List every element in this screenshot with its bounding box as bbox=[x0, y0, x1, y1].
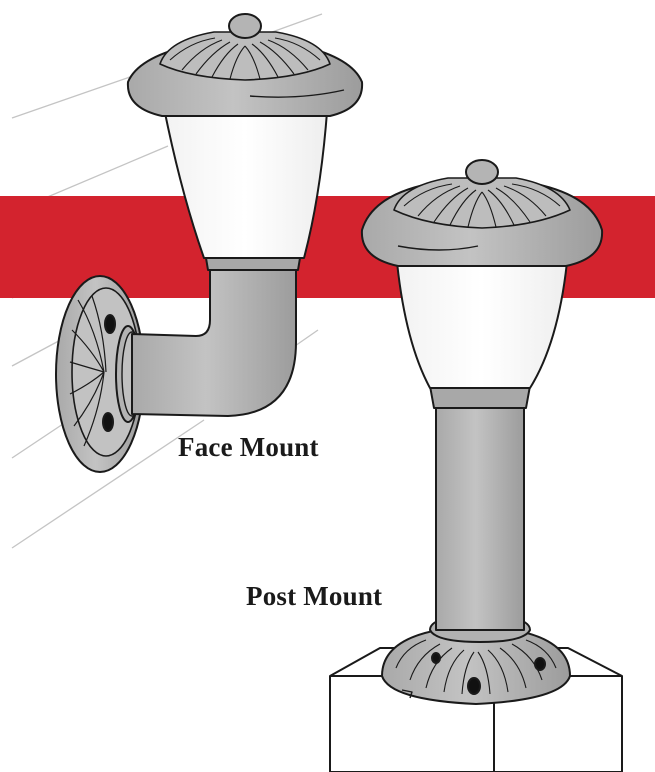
face-bolt-top bbox=[104, 314, 116, 334]
post-cap bbox=[360, 159, 604, 267]
face-mount-light bbox=[55, 13, 364, 473]
face-glass-shade bbox=[161, 97, 329, 259]
post-bolt-left bbox=[431, 652, 441, 664]
face-bolt-bottom bbox=[102, 412, 114, 432]
post-mount-light bbox=[329, 159, 623, 772]
post-mount-label: Post Mount bbox=[246, 581, 383, 611]
post-neck bbox=[429, 385, 531, 409]
face-elbow-arm bbox=[131, 267, 297, 417]
face-neck bbox=[205, 257, 301, 271]
face-finial bbox=[228, 13, 262, 39]
post-finial bbox=[465, 159, 499, 185]
post-glass-shade bbox=[395, 251, 569, 389]
post-base bbox=[381, 625, 571, 705]
face-mount-label: Face Mount bbox=[178, 432, 319, 462]
post-bolt-right bbox=[534, 657, 546, 671]
face-cap bbox=[126, 13, 364, 117]
post-bolt-front bbox=[467, 677, 481, 695]
post-pole bbox=[435, 403, 525, 631]
